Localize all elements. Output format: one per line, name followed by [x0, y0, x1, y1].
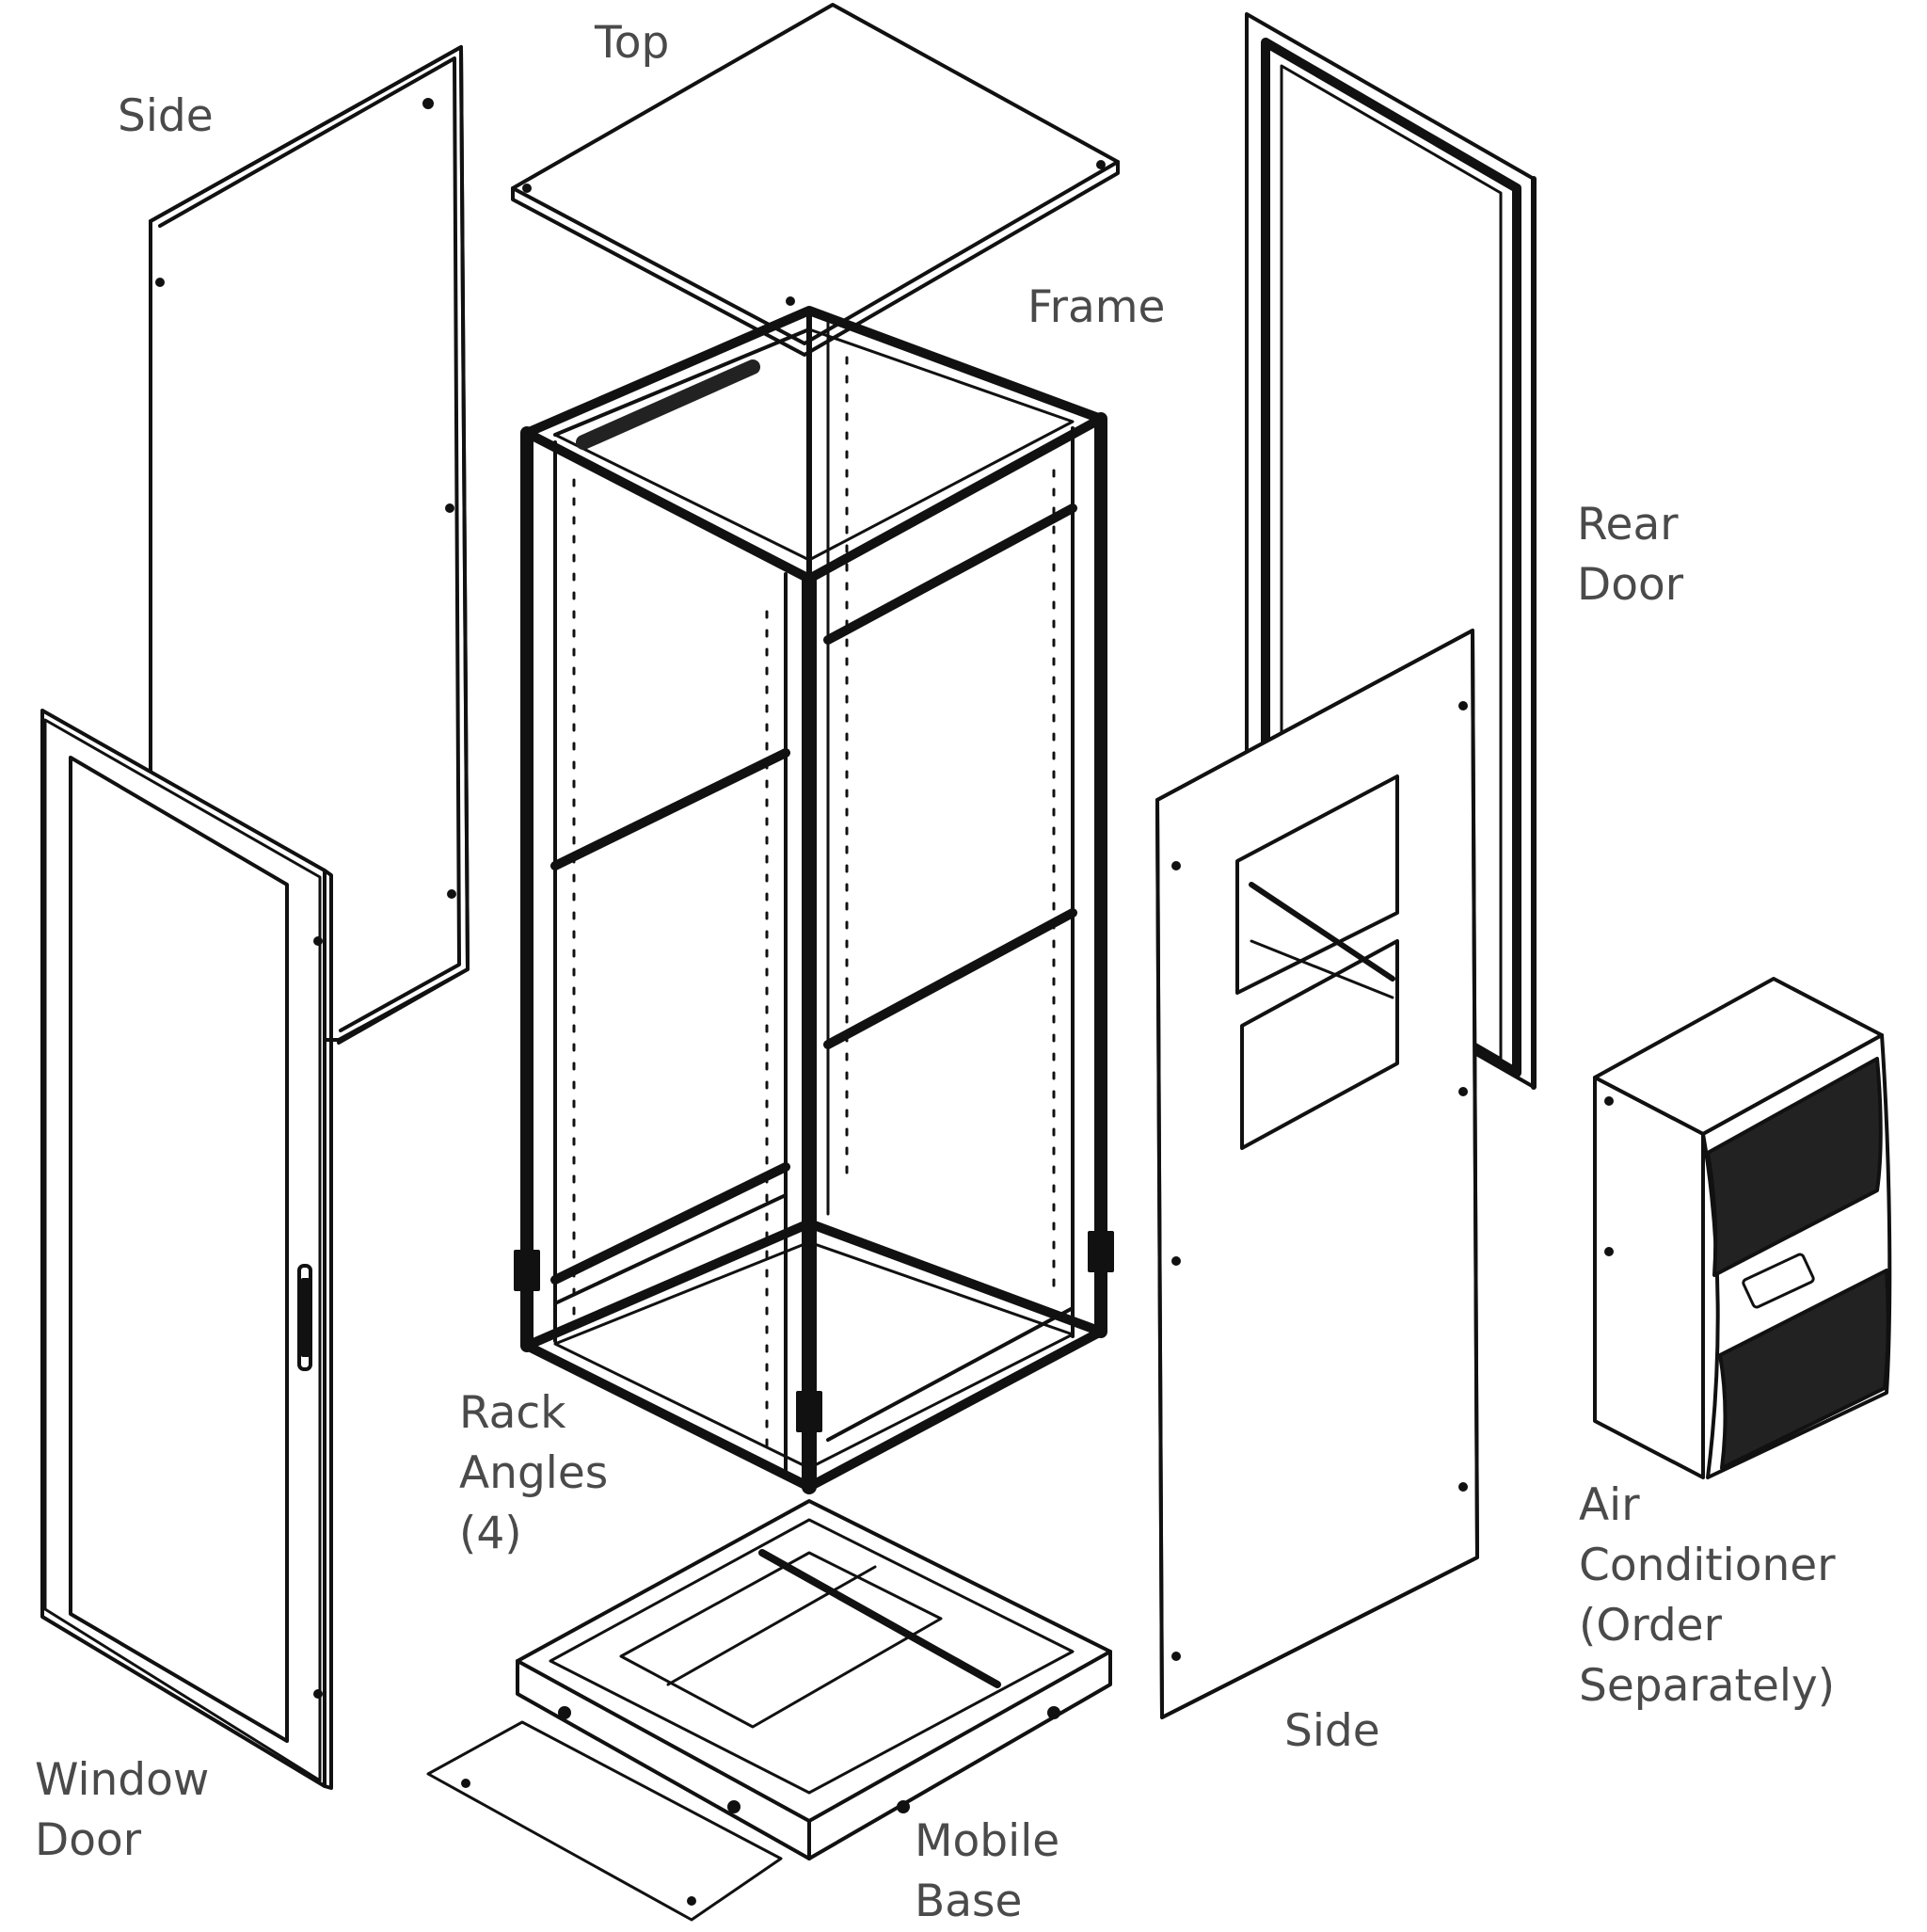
frame	[514, 306, 1114, 1494]
label-window-door: Window Door	[35, 1754, 210, 1866]
window-door	[40, 709, 333, 1790]
label-side-right: Side	[1284, 1705, 1380, 1757]
label-rear-door: Rear Door	[1577, 499, 1684, 611]
label-side-left: Side	[118, 90, 214, 142]
mobile-base	[426, 1499, 1112, 1922]
label-top: Top	[595, 17, 670, 69]
label-frame: Frame	[1027, 281, 1166, 333]
top-panel	[511, 3, 1120, 357]
left-side-panel	[149, 45, 470, 1045]
label-rack-angles: Rack Angles (4)	[459, 1387, 609, 1559]
label-air-conditioner: Air Conditioner (Order Separately)	[1579, 1479, 1836, 1712]
air-conditioner	[1593, 977, 1892, 1479]
right-side-panel	[1155, 629, 1479, 1719]
label-mobile-base: Mobile Base	[915, 1815, 1060, 1927]
